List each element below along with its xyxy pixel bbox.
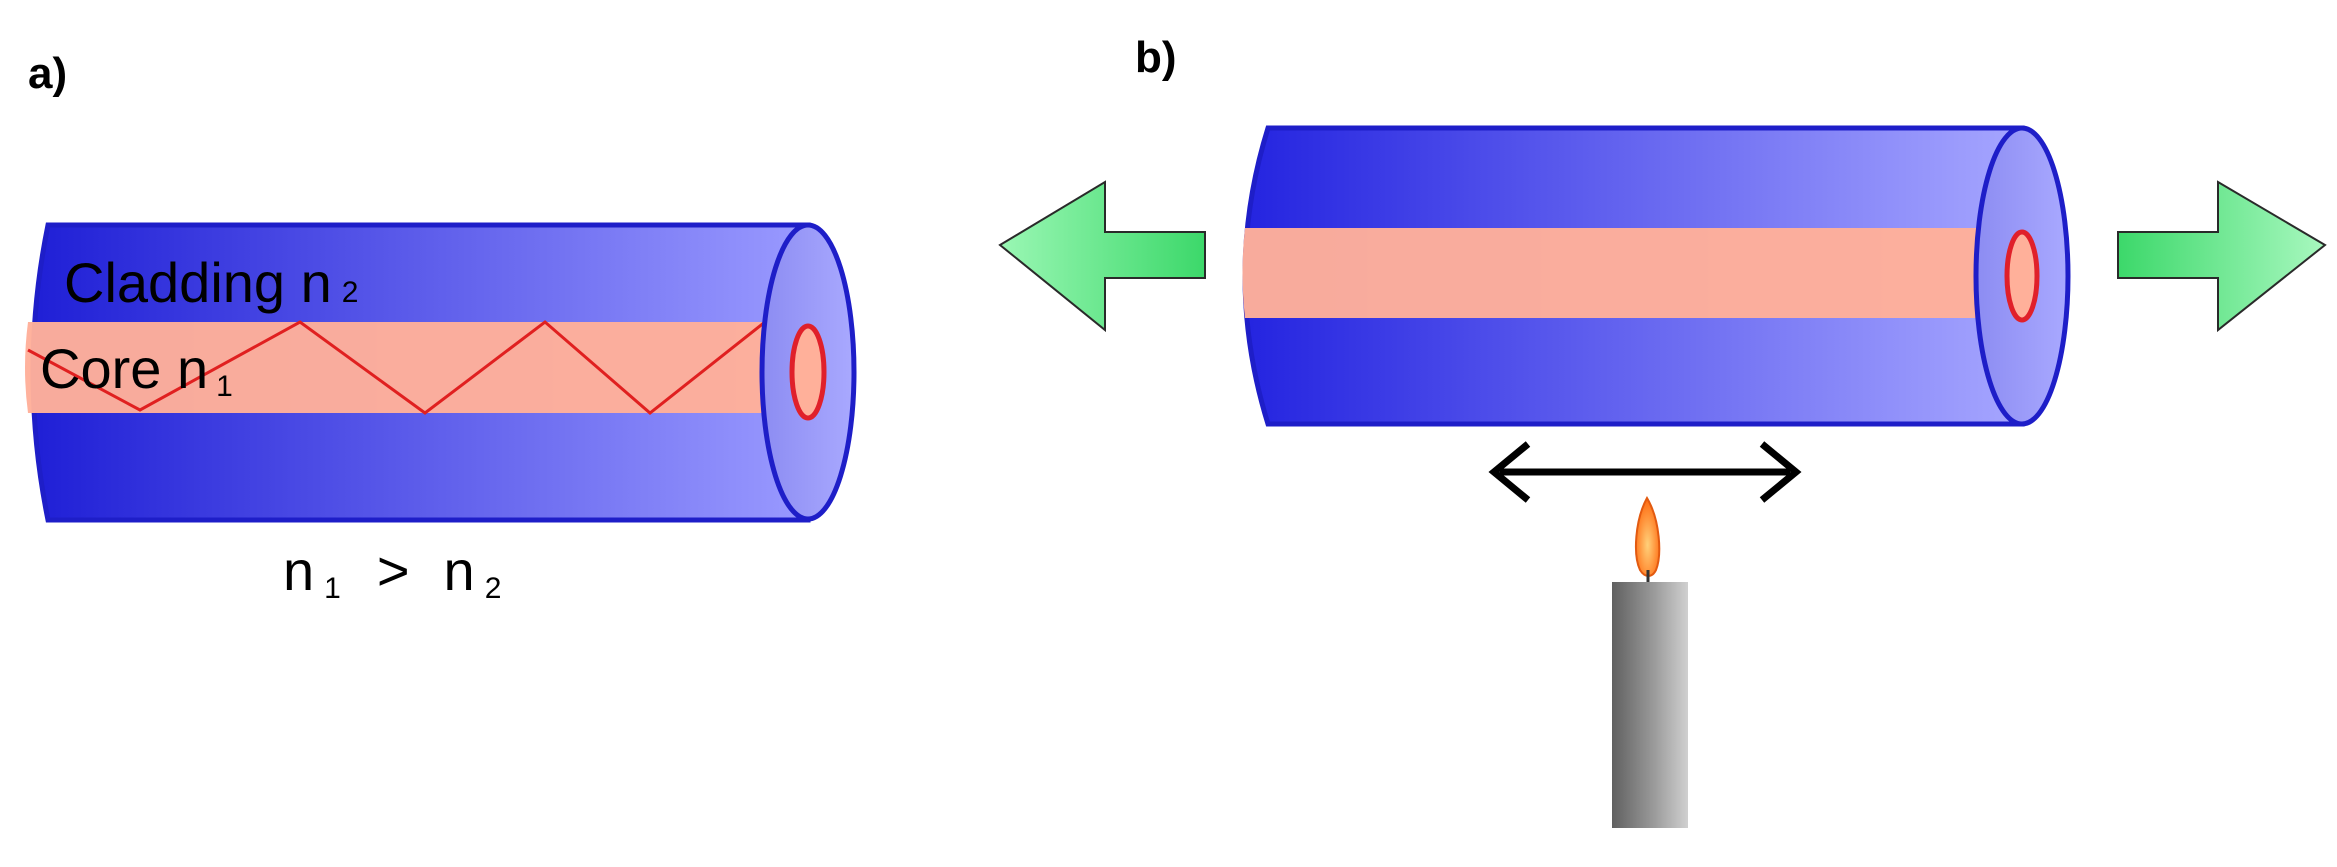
fiber-a-core-end — [789, 323, 827, 421]
candle-icon — [1612, 495, 1688, 828]
panel-b-label: b) — [1135, 33, 1177, 82]
candle-body — [1612, 582, 1688, 828]
fiber-a — [25, 222, 857, 523]
fiber-b — [1242, 125, 2071, 427]
fiber-b-core — [1242, 228, 2000, 318]
right-arrow-icon — [2117, 180, 2327, 333]
fiber-b-core-end — [2004, 229, 2040, 323]
candle-flame — [1635, 495, 1661, 577]
fiber-a-core — [25, 322, 800, 413]
left-arrow-icon — [998, 180, 1206, 333]
fiber-a-light-ray — [27, 320, 766, 415]
panel-a-label: a) — [28, 49, 67, 98]
double-headed-arrow-icon — [1488, 441, 1802, 503]
